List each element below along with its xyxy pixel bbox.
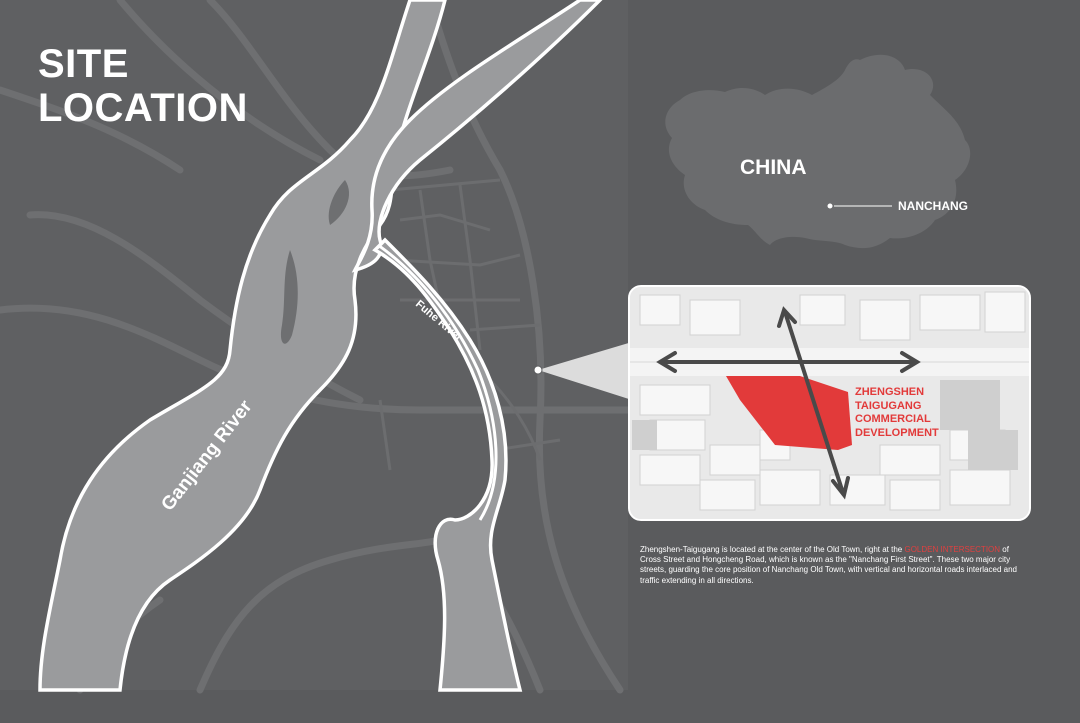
inset-buildings [639, 291, 1026, 511]
nanchang-label: NANCHANG [898, 199, 968, 213]
china-outline [665, 54, 971, 249]
road-north-2 [116, 0, 324, 164]
development-label-line: COMMERCIAL [855, 413, 931, 425]
description-text-1: Zhengshen-Taigugang is located at the ce… [640, 545, 905, 554]
grid-line [389, 178, 501, 192]
description-highlight: GOLDEN INTERSECTION [904, 545, 1001, 554]
grid-line [469, 323, 541, 332]
grid-line [458, 184, 482, 351]
development-label: ZHENGSHEN TAIGUGANG COMMERCIAL DEVELOPME… [855, 386, 939, 440]
road-north-3 [0, 86, 184, 174]
grid-line [488, 378, 542, 461]
page-title: SITE LOCATION [38, 42, 248, 130]
site-point [533, 365, 543, 375]
development-label-line: TAIGUGANG [855, 399, 922, 412]
axis-arrows [656, 306, 921, 500]
fuhe-river [372, 237, 523, 692]
china-label: CHINA [740, 156, 807, 179]
site-description: Zhengshen-Taigugang is located at the ce… [640, 545, 1030, 586]
road-south-1 [196, 536, 444, 694]
development-site [726, 376, 852, 450]
inset-aerial-view [628, 285, 1031, 521]
fuhe-bank [377, 243, 498, 521]
river-island [280, 250, 298, 344]
arrow-head-south [831, 476, 850, 500]
grid-line [399, 213, 491, 232]
development-label-line: ZHENGSHEN [855, 386, 925, 398]
arrow-head-east [900, 351, 921, 373]
callout-beam [538, 342, 632, 400]
vertical-arrow-shaft [783, 310, 845, 495]
grid-line [394, 253, 521, 267]
inset-towers [632, 380, 1018, 470]
ganjiang-channel [351, 0, 603, 273]
title-line-2: LOCATION [38, 86, 248, 130]
road-cross-street [0, 304, 632, 414]
road-east [496, 166, 624, 694]
title-line-1: SITE [38, 42, 129, 86]
arrow-head-north [777, 306, 797, 328]
arrow-head-west [656, 351, 677, 373]
river-island [328, 180, 350, 225]
description-text-2: of Cross Street and Hongcheng Road, whic… [640, 545, 1017, 585]
grid-line [378, 399, 392, 471]
nanchang-point [827, 203, 833, 209]
development-label-line: DEVELOPMENT [855, 426, 939, 439]
